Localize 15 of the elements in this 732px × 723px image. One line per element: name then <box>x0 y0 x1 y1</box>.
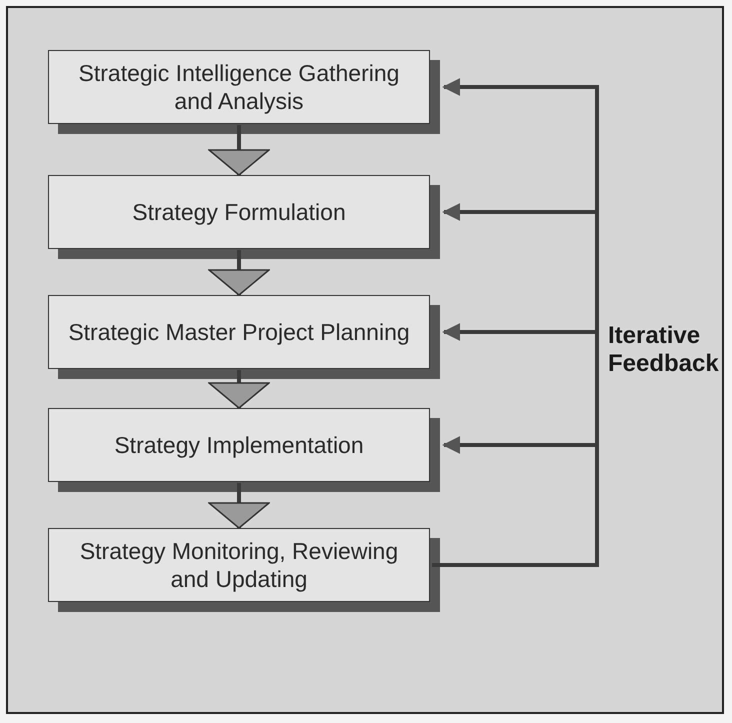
box-label: Strategy Monitoring, Reviewing and Updating <box>78 537 400 593</box>
chevron-arrow <box>208 483 270 529</box>
box-label: Strategic Master Project Planning <box>68 318 410 346</box>
process-box <box>48 408 430 482</box>
process-box <box>48 528 430 602</box>
feedback-label: Iterative Feedback <box>608 322 718 378</box>
process-box <box>48 50 430 124</box>
box-label: Strategy Implementation <box>114 431 364 459</box>
chevron-arrow <box>208 125 270 176</box>
box-label: Strategic Intelligence Gathering and Analysis <box>78 59 400 115</box>
process-box <box>48 295 430 369</box>
chevron-arrow <box>208 250 270 296</box>
process-box <box>48 175 430 249</box>
chevron-arrow <box>208 370 270 409</box>
box-label: Strategy Formulation <box>132 198 346 226</box>
